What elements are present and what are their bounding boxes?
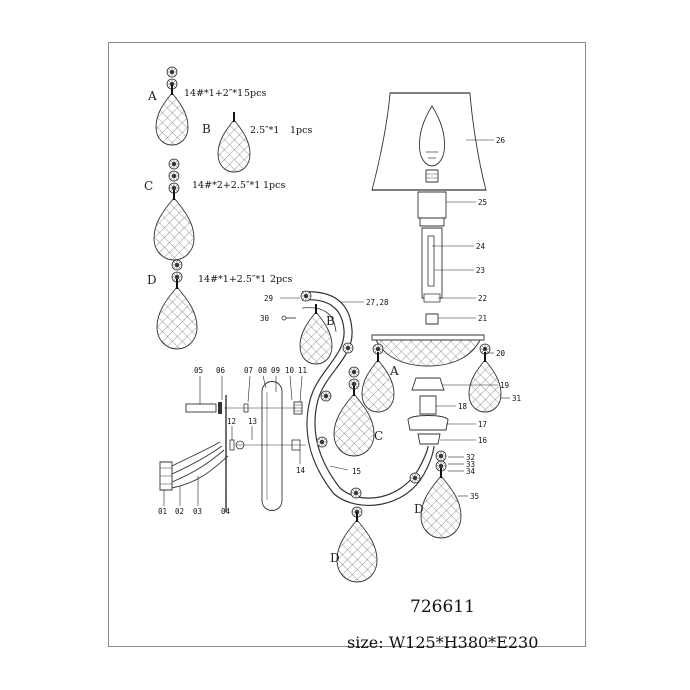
crystal-tag-d-bottom: D xyxy=(330,551,340,565)
part-label-02: 02 xyxy=(175,507,184,516)
legend-crystal-b xyxy=(217,111,251,173)
legend-qty-c: 1pcs xyxy=(263,180,285,191)
part-label-35: 35 xyxy=(470,492,479,501)
legend-crystal-a xyxy=(155,66,189,146)
leader-lines xyxy=(163,139,510,506)
legend-spec-c: 14#*2+2.5″*1 xyxy=(192,180,260,191)
part-label-12: 12 xyxy=(227,417,236,426)
part-label-08: 08 xyxy=(258,366,268,375)
part-label-10: 10 xyxy=(285,366,295,375)
bobeche-cup xyxy=(371,334,485,367)
part-label-04: 04 xyxy=(221,507,231,516)
arm-crystal-c xyxy=(348,366,360,378)
crystal-tag-c: C xyxy=(374,429,383,443)
part-label-29: 29 xyxy=(264,294,273,303)
part-label-23: 23 xyxy=(476,266,485,275)
size-text: size: W125*H380*E230 xyxy=(347,633,538,652)
part-label-25: 25 xyxy=(478,198,487,207)
part-label-11: 11 xyxy=(298,366,307,375)
part-label-16: 16 xyxy=(478,436,488,445)
part-label-19: 19 xyxy=(500,381,509,390)
model-number: 726611 xyxy=(410,597,475,617)
legend-letter-b: B xyxy=(202,122,211,136)
legend-qty-d: 2pcs xyxy=(270,274,292,285)
legend-spec-d: 14#*1+2.5″*1 xyxy=(198,274,266,285)
part-label-31: 31 xyxy=(512,394,521,403)
part-label-24: 24 xyxy=(476,242,486,251)
drawing-frame xyxy=(108,42,586,647)
part-label-01: 01 xyxy=(158,507,167,516)
candle-bulb xyxy=(419,105,445,183)
wall-plate-assembly xyxy=(159,381,306,512)
legend-qty-a: 5pcs xyxy=(244,88,266,99)
part-label-18: 18 xyxy=(458,402,468,411)
part-label-09: 09 xyxy=(271,366,280,375)
legend-crystal-d xyxy=(156,259,198,350)
crystal-tag-d-right: D xyxy=(414,502,424,516)
part-label-05: 05 xyxy=(194,366,203,375)
arm-crystal-d-right xyxy=(435,450,447,462)
part-label-15: 15 xyxy=(352,467,361,476)
legend-letter-d: D xyxy=(147,273,157,287)
part-label-07: 07 xyxy=(244,366,253,375)
part-label-17: 17 xyxy=(478,420,487,429)
part-label-22: 22 xyxy=(478,294,487,303)
crystal-tag-b: B xyxy=(326,314,335,328)
legend-qty-b: 1pcs xyxy=(290,125,312,136)
crystal-tag-a: A xyxy=(389,364,399,378)
part-label-27-28: 27,28 xyxy=(366,298,389,307)
legend-letter-a: A xyxy=(147,89,157,103)
socket-assembly xyxy=(417,191,447,325)
part-label-26: 26 xyxy=(496,136,506,145)
part-label-33: 33 xyxy=(466,460,475,469)
lamp-shade xyxy=(371,92,487,191)
hook xyxy=(281,315,296,321)
part-label-14: 14 xyxy=(296,466,306,475)
cup-parts xyxy=(407,377,449,445)
part-label-20: 20 xyxy=(496,349,506,358)
part-label-34: 34 xyxy=(466,467,476,476)
legend-letter-c: C xyxy=(144,179,153,193)
part-label-06: 06 xyxy=(216,366,226,375)
legend-crystal-c xyxy=(153,158,195,261)
part-label-03: 03 xyxy=(193,507,202,516)
part-label-30: 30 xyxy=(260,314,270,323)
part-label-13: 13 xyxy=(248,417,257,426)
part-label-21: 21 xyxy=(478,314,487,323)
legend-spec-b: 2.5″*1 xyxy=(250,125,279,136)
part-label-32: 32 xyxy=(466,453,475,462)
legend-spec-a: 14#*1+2″*1 xyxy=(184,88,243,99)
